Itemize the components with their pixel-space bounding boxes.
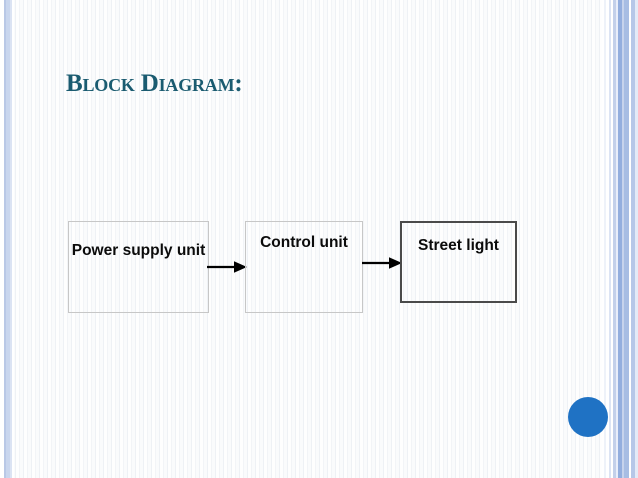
page-title: Block Diagram: (66, 70, 243, 97)
arrow-control-to-street-light-icon (362, 257, 402, 269)
diagram-block-power-supply-unit[interactable]: Power supply unit (68, 221, 209, 313)
right-decorative-band (602, 0, 638, 478)
diagram-block-label: Street light (418, 237, 499, 254)
diagram-block-label: Power supply unit (71, 242, 206, 259)
diagram-block-street-light[interactable]: Street light (400, 221, 517, 303)
diagram-block-control-unit[interactable]: Control unit (245, 221, 363, 313)
left-decorative-band (0, 0, 14, 478)
accent-dot-icon (568, 397, 608, 437)
diagram-block-label: Control unit (260, 234, 348, 251)
arrow-power-supply-to-control-icon (207, 261, 247, 273)
